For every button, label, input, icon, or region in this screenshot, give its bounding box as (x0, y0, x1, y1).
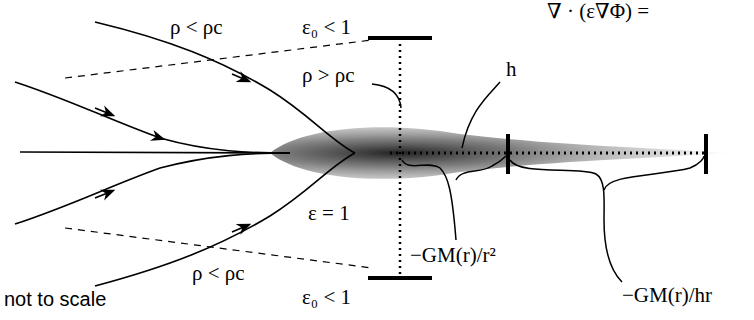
flow-line (15, 82, 290, 153)
note-text: not to scale (2, 288, 108, 310)
vertical-extent (399, 38, 402, 278)
flow-line (95, 22, 355, 153)
extent-bar (506, 134, 510, 174)
math-label: ε₀ < 1 (300, 16, 353, 39)
leader-line (462, 82, 500, 148)
math-label: h (504, 58, 519, 81)
radial-extent (390, 152, 706, 155)
extent-bar (704, 134, 708, 174)
extent-bar (368, 276, 432, 280)
flow-line (15, 153, 290, 224)
math-label: ρ > ρc (300, 64, 357, 87)
flow-line (20, 152, 290, 153)
flow-lines (15, 22, 355, 286)
curly-brace (402, 156, 506, 240)
math-label: ε₀ < 1 (300, 286, 353, 309)
curly-brace (510, 156, 704, 282)
accretion-disk (270, 127, 730, 179)
math-label: −GM(r)/hr (620, 284, 714, 307)
leader-line (372, 84, 401, 108)
math-label: −GM(r)/r² (408, 244, 498, 267)
math-label: ρ < ρc (168, 16, 225, 39)
math-label: ∇ · (ε∇Φ) = (545, 0, 651, 23)
extent-bar (368, 36, 432, 40)
flow-line (95, 153, 355, 286)
math-label: ε = 1 (306, 202, 352, 225)
math-label: ρ < ρc (190, 262, 247, 285)
